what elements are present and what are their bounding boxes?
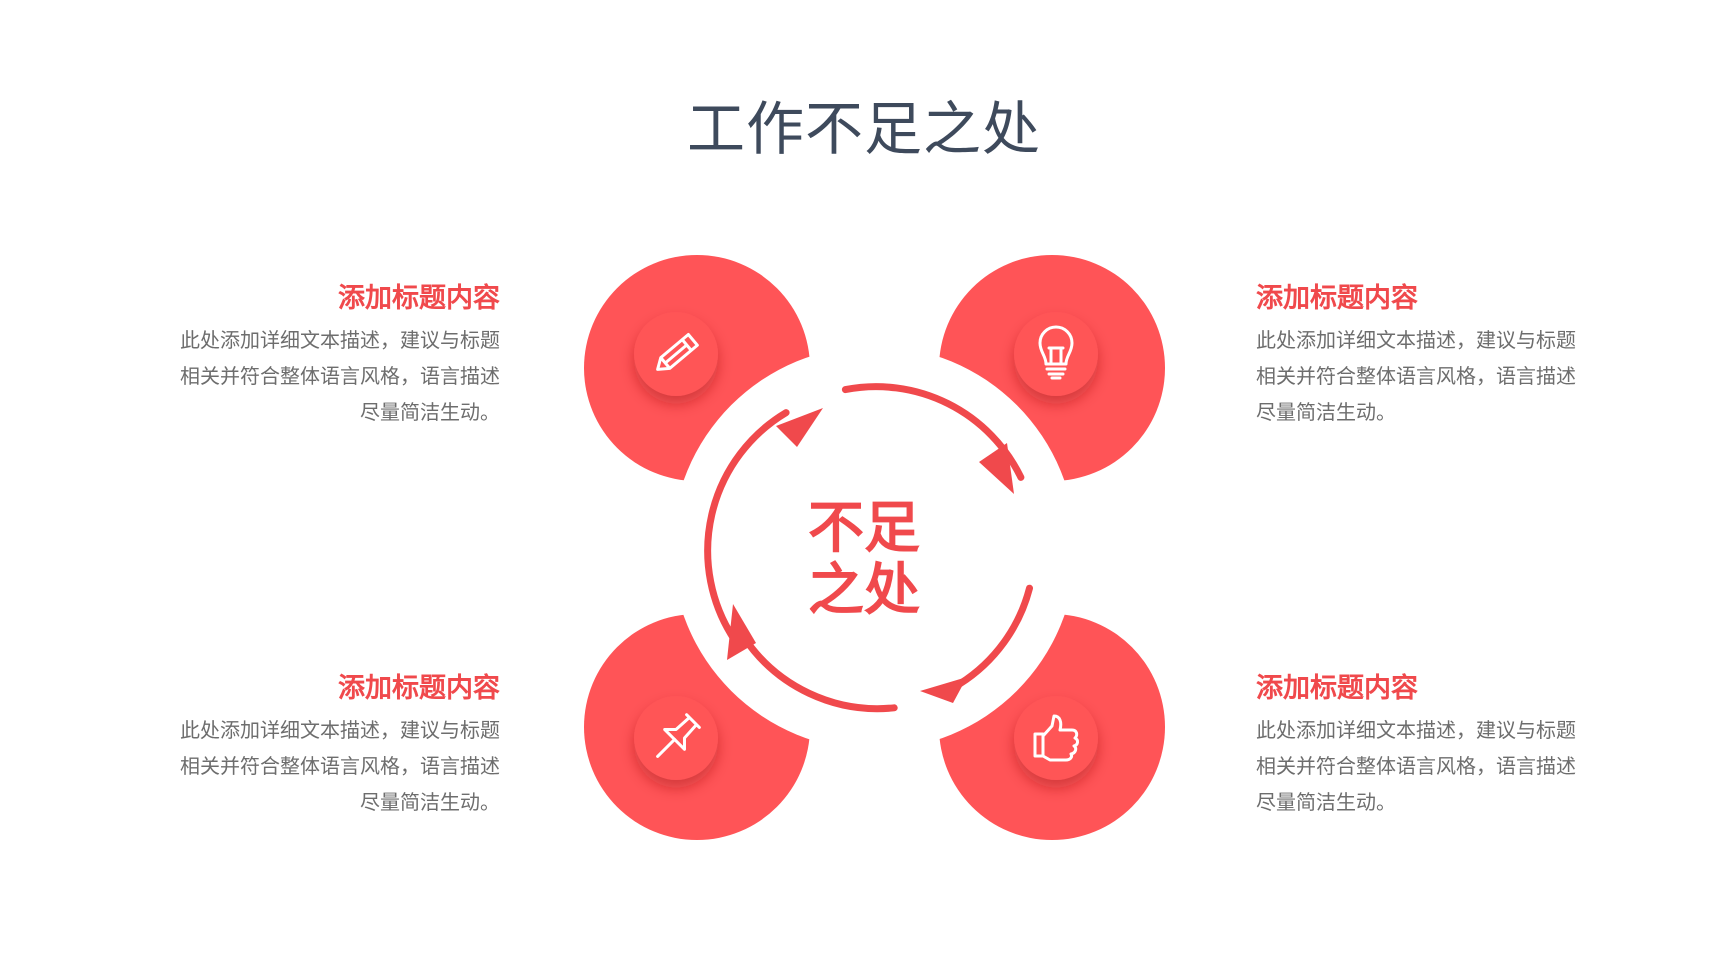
block-description: 此处添加详细文本描述，建议与标题相关并符合整体语言风格，语言描述尽量简洁生动。 — [1256, 328, 1576, 424]
center-label-line1: 不足 — [808, 496, 920, 561]
text-block-bottom-left: 添加标题内容 此处添加详细文本描述，建议与标题相关并符合整体语言风格，语言描述尽… — [170, 672, 500, 820]
icon-circle-top-left — [634, 312, 718, 396]
center-label-line2: 之处 — [808, 558, 920, 623]
icon-circle-top-right — [1014, 312, 1098, 396]
text-block-bottom-right: 添加标题内容 此处添加详细文本描述，建议与标题相关并符合整体语言风格，语言描述尽… — [1256, 672, 1586, 820]
block-title: 添加标题内容 — [338, 283, 500, 314]
pushpin-icon — [656, 713, 701, 758]
lightbulb-icon — [1038, 325, 1074, 380]
block-description: 此处添加详细文本描述，建议与标题相关并符合整体语言风格，语言描述尽量简洁生动。 — [1256, 718, 1576, 814]
arrowhead-bottom — [920, 677, 967, 703]
arrowhead-top — [776, 408, 823, 447]
block-title: 添加标题内容 — [1256, 283, 1418, 314]
page-title: 工作不足之处 — [686, 95, 1041, 163]
text-block-top-right: 添加标题内容 此处添加详细文本描述，建议与标题相关并符合整体语言风格，语言描述尽… — [1256, 282, 1586, 430]
thumbs-up-icon — [1033, 714, 1079, 762]
block-title: 添加标题内容 — [1256, 673, 1418, 704]
block-title: 添加标题内容 — [338, 673, 500, 704]
text-block-top-left: 添加标题内容 此处添加详细文本描述，建议与标题相关并符合整体语言风格，语言描述尽… — [170, 282, 500, 430]
block-description: 此处添加详细文本描述，建议与标题相关并符合整体语言风格，语言描述尽量简洁生动。 — [180, 718, 500, 814]
icon-circle-bottom-right — [1014, 696, 1098, 780]
pencil-icon — [656, 332, 699, 371]
arrowhead-left — [727, 604, 756, 660]
arrowhead-right — [979, 443, 1014, 494]
icon-circle-bottom-left — [634, 696, 718, 780]
center-label: 不足 之处 — [764, 498, 964, 622]
block-description: 此处添加详细文本描述，建议与标题相关并符合整体语言风格，语言描述尽量简洁生动。 — [180, 328, 500, 424]
center-disc — [672, 346, 1076, 750]
